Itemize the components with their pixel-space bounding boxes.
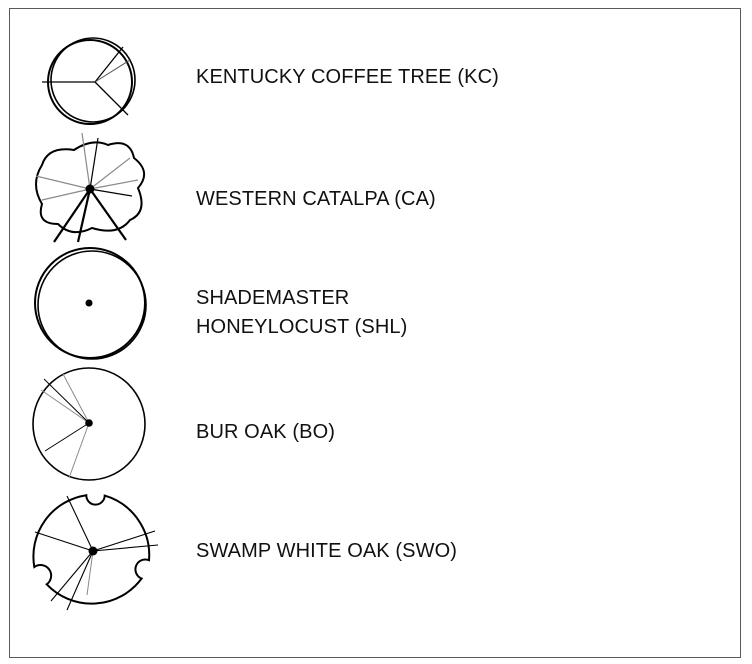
bur-oak-symbol — [32, 367, 146, 481]
bur-oak-label: BUR OAK (BO) — [196, 421, 335, 443]
shademaster-honeylocust-label-line1: SHADEMASTER — [196, 287, 350, 309]
swamp-white-oak-symbol — [32, 494, 159, 611]
swamp-white-oak-label: SWAMP WHITE OAK (SWO) — [196, 540, 457, 562]
legend-frame — [9, 8, 741, 658]
kentucky-coffee-tree-label: KENTUCKY COFFEE TREE (KC) — [196, 66, 499, 88]
shademaster-honeylocust-symbol — [34, 247, 147, 360]
western-catalpa-symbol — [35, 132, 145, 243]
kentucky-coffee-tree-symbol — [42, 37, 136, 125]
western-catalpa-label: WESTERN CATALPA (CA) — [196, 188, 436, 210]
shademaster-honeylocust-label-line2: HONEYLOCUST (SHL) — [196, 316, 408, 338]
